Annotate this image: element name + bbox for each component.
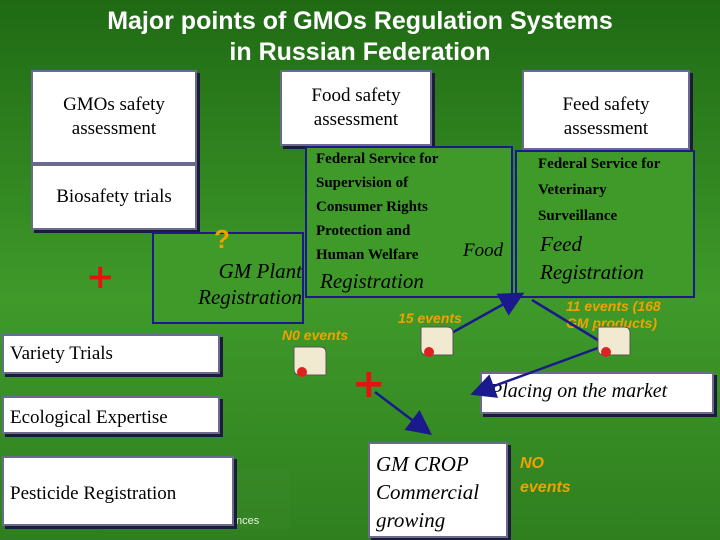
variety-trials-box: Variety Trials bbox=[2, 334, 220, 374]
page-title: Major points of GMOs Regulation Systems … bbox=[0, 6, 720, 68]
gm-crop-line-1: GM CROP bbox=[376, 452, 469, 476]
gm-crop-line-3: growing bbox=[376, 508, 446, 532]
gm-plant-registration: GM Plant Registration bbox=[166, 258, 302, 310]
food-registration: Registration bbox=[320, 269, 424, 293]
title-line-1: Major points of GMOs Regulation Systems bbox=[107, 7, 613, 35]
agency-panel-food bbox=[305, 146, 513, 298]
ecological-expertise-label: Ecological Expertise bbox=[10, 407, 168, 428]
feed-registration: Feed Registration bbox=[540, 230, 644, 286]
fifteen-events-label: 15 events bbox=[398, 310, 462, 326]
feed-agency-line-1: Federal Service for bbox=[538, 156, 661, 172]
food-agency-line-4: Protection and bbox=[316, 223, 411, 239]
gm-plant-panel bbox=[152, 232, 304, 324]
food-agency-line-1: Federal Service for bbox=[316, 151, 439, 167]
feed-registration-line-1: Feed bbox=[540, 232, 582, 256]
food-agency-line-5: Human Welfare bbox=[316, 247, 419, 263]
gm-plant-line-1: GM Plant bbox=[218, 259, 302, 283]
agency-panel-feed bbox=[515, 150, 695, 298]
variety-trials-label: Variety Trials bbox=[10, 343, 113, 364]
food-registration-word: Food bbox=[463, 240, 504, 261]
plus-icon: + bbox=[352, 361, 386, 407]
feed-agency-line-2: Veterinary bbox=[538, 182, 607, 198]
feed-registration-line-2: Registration bbox=[540, 260, 644, 284]
no-events-label: NO events bbox=[520, 452, 571, 500]
feed-safety-label: Feed safety assessment bbox=[562, 94, 650, 139]
plus-icon: + bbox=[86, 257, 115, 297]
food-safety-box: Food safety assessment bbox=[280, 70, 432, 146]
no-events-line-1: NO bbox=[520, 455, 544, 472]
eleven-events-line-2: GM products) bbox=[566, 315, 657, 331]
gmo-safety-label: GMOs safety assessment bbox=[63, 94, 165, 139]
biosafety-label: Biosafety trials bbox=[56, 186, 172, 207]
question-mark: ? bbox=[214, 224, 230, 254]
placing-market-label: Placing on the market bbox=[490, 380, 668, 402]
gm-crop-box: GM CROP Commercial growing bbox=[368, 442, 508, 538]
food-agency: Federal Service for Supervision of Consu… bbox=[316, 147, 516, 267]
placing-market-box: Placing on the market bbox=[480, 372, 714, 414]
feed-agency-line-3: Surveillance bbox=[538, 208, 618, 224]
food-agency-line-3: Consumer Rights bbox=[316, 199, 428, 215]
pesticide-registration-box: Pesticide Registration bbox=[2, 456, 234, 526]
no-events-line-2: events bbox=[520, 479, 571, 496]
feed-agency: Federal Service for Veterinary Surveilla… bbox=[538, 151, 698, 229]
gmo-safety-box: GMOs safety assessment bbox=[31, 70, 197, 164]
n0-events-label: N0 events bbox=[282, 327, 349, 343]
eleven-events-line-1: 11 events (168 bbox=[566, 298, 661, 314]
feed-safety-box: Feed safety assessment bbox=[522, 70, 690, 150]
food-safety-label: Food safety assessment bbox=[311, 85, 401, 130]
food-agency-line-2: Supervision of bbox=[316, 175, 409, 191]
ecological-expertise-box: Ecological Expertise bbox=[2, 396, 220, 434]
gm-crop-line-2: Commercial bbox=[376, 480, 480, 504]
biosafety-box: Biosafety trials bbox=[31, 164, 197, 230]
gm-plant-line-2: Registration bbox=[198, 285, 302, 309]
eleven-events-label: 11 events (168 GM products) bbox=[566, 298, 661, 332]
pesticide-registration-label: Pesticide Registration bbox=[10, 483, 177, 504]
title-line-2: in Russian Federation bbox=[229, 38, 491, 66]
